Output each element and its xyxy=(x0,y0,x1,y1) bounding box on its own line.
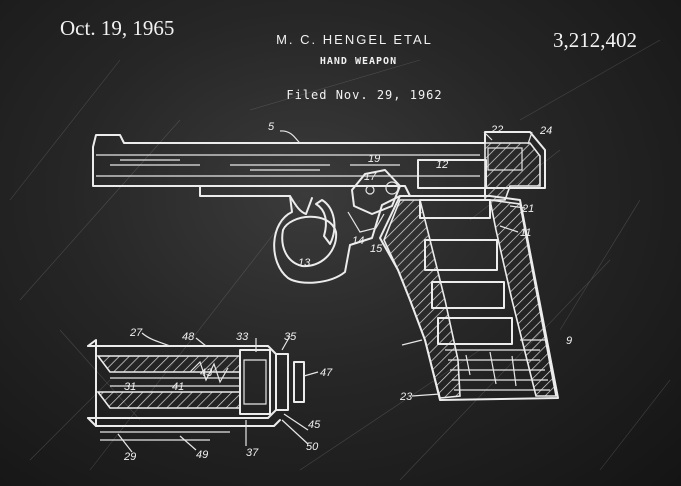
ref-numeral: 15 xyxy=(370,243,383,255)
ref-numeral: 47 xyxy=(320,367,333,379)
ref-numeral: 41 xyxy=(172,381,184,393)
ref-numeral: 12 xyxy=(436,159,448,171)
ref-numeral: 31 xyxy=(124,381,136,393)
leader-lines xyxy=(117,130,545,453)
ref-numeral: 43 xyxy=(200,367,213,379)
ref-numeral: 9 xyxy=(566,335,572,347)
filing-date: Filed Nov. 29, 1962 xyxy=(286,88,443,102)
reference-numerals: 5 22 24 12 19 17 21 11 13 14 15 9 23 27 … xyxy=(123,121,572,463)
ref-numeral: 45 xyxy=(308,419,321,431)
inventor-name: M. C. HENGEL ETAL xyxy=(276,32,433,47)
ref-numeral: 5 xyxy=(268,121,275,133)
ref-numeral: 24 xyxy=(539,125,552,137)
magazine-section-drawing xyxy=(87,339,305,441)
ref-numeral: 11 xyxy=(520,227,531,239)
ref-numeral: 27 xyxy=(129,327,143,339)
ref-numeral: 22 xyxy=(490,124,503,136)
patent-date: Oct. 19, 1965 xyxy=(60,16,175,40)
ref-numeral: 35 xyxy=(284,331,297,343)
ref-numeral: 23 xyxy=(399,391,413,403)
ref-numeral: 50 xyxy=(306,441,319,453)
ref-numeral: 49 xyxy=(196,449,208,461)
ref-numeral: 48 xyxy=(182,331,195,343)
ref-numeral: 37 xyxy=(246,447,259,459)
patent-number: 3,212,402 xyxy=(553,28,637,52)
invention-title: HAND WEAPON xyxy=(319,56,398,67)
ref-numeral: 13 xyxy=(298,257,311,269)
ref-numeral: 21 xyxy=(521,203,534,215)
ref-numeral: 19 xyxy=(368,153,380,165)
ref-numeral: 17 xyxy=(364,171,377,183)
pistol-drawing xyxy=(92,131,559,401)
ref-numeral: 33 xyxy=(236,331,249,343)
ref-numeral: 29 xyxy=(123,451,136,463)
ref-numeral: 14 xyxy=(352,235,364,247)
